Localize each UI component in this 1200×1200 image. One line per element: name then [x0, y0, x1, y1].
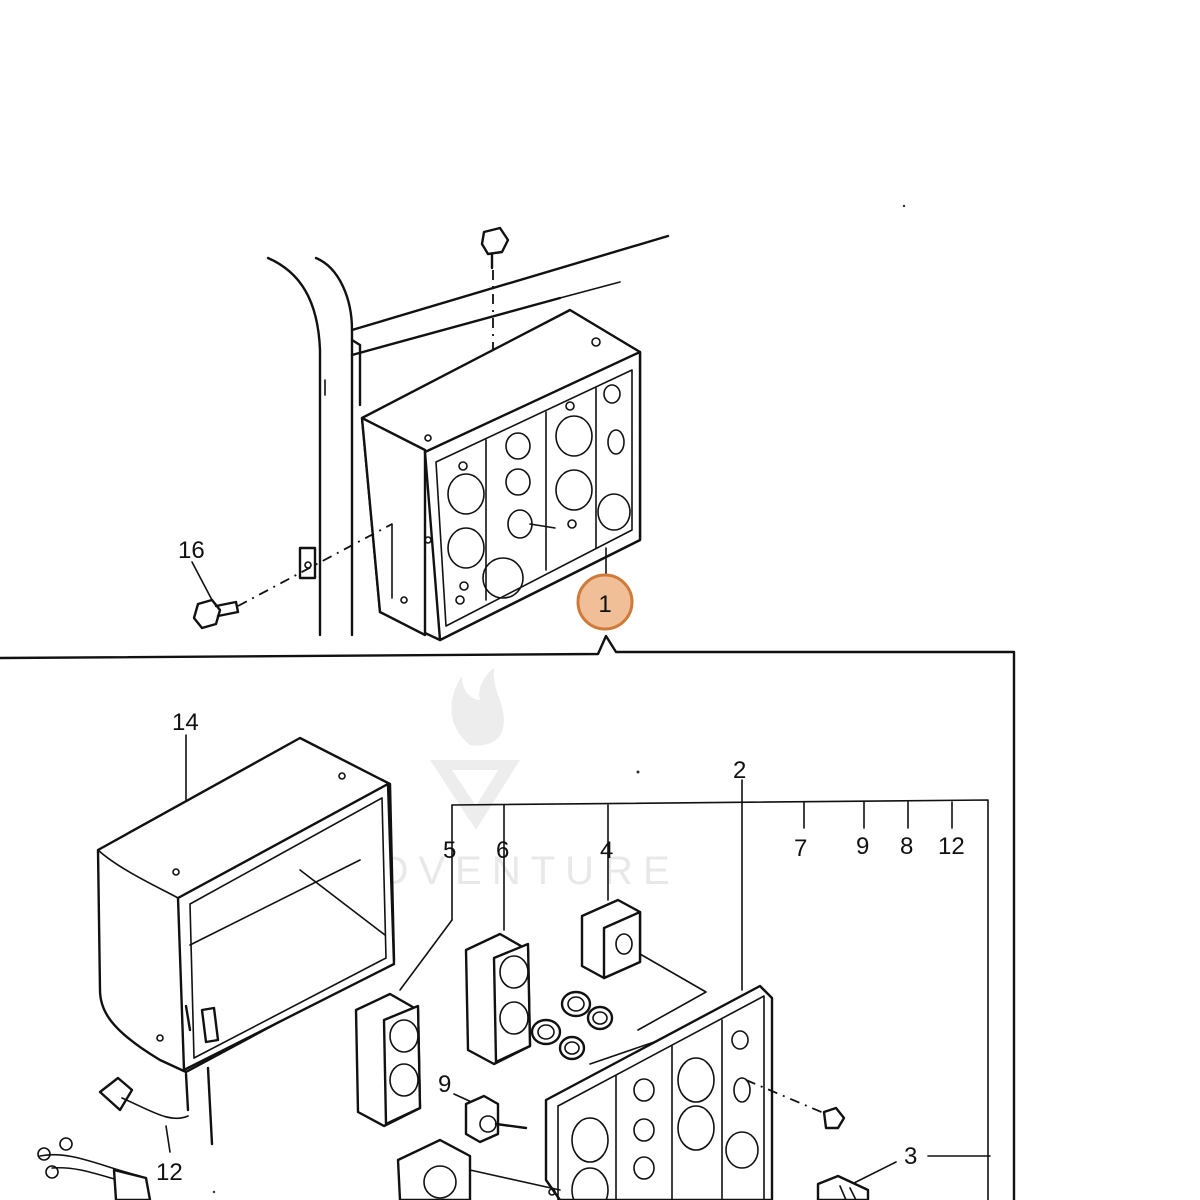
callout-7: 7: [794, 835, 807, 862]
part-9-toggle: 9: [438, 1071, 528, 1144]
panel-screw: [745, 1079, 846, 1130]
lower-receptacle: [396, 1138, 561, 1200]
callout-1[interactable]: 1: [598, 591, 611, 618]
callout-1-highlight[interactable]: 1: [576, 547, 634, 631]
callout-12-harness: 12: [156, 1159, 183, 1186]
control-box-assembled: [360, 308, 642, 642]
exploded-view-bracket: [0, 634, 1016, 1200]
callout-2: 2: [733, 757, 746, 784]
callout-4: 4: [600, 837, 613, 864]
part-4-switch: 4: [580, 804, 707, 1031]
part-12-harness: 12: [37, 1076, 189, 1200]
part-3-breaker: 3: [816, 1143, 991, 1200]
part-2-panel: 2: [544, 757, 774, 1200]
scan-specks: [212, 204, 906, 1194]
callout-12: 12: [938, 833, 965, 860]
highlight-circle[interactable]: [576, 573, 634, 631]
callout-3: 3: [904, 1143, 917, 1170]
callout-5: 5: [443, 837, 456, 864]
top-right-callouts: 7 9 8 12: [794, 801, 965, 862]
part-16-screw: 16: [178, 523, 393, 630]
callout-9-toggle: 9: [438, 1071, 451, 1098]
callout-6: 6: [496, 837, 509, 864]
part-14-enclosure: 14: [96, 709, 396, 1146]
generator-frame: [266, 234, 670, 637]
v-logo-icon: [430, 760, 520, 830]
callout-9: 9: [856, 833, 869, 860]
part-5-receptacle: 5: [354, 804, 456, 1128]
callout-8: 8: [900, 833, 913, 860]
flame-logo-icon: [451, 668, 504, 746]
callout-16: 16: [178, 537, 205, 564]
callout-14: 14: [172, 709, 199, 736]
part-6-receptacle: 6: [464, 804, 532, 1066]
